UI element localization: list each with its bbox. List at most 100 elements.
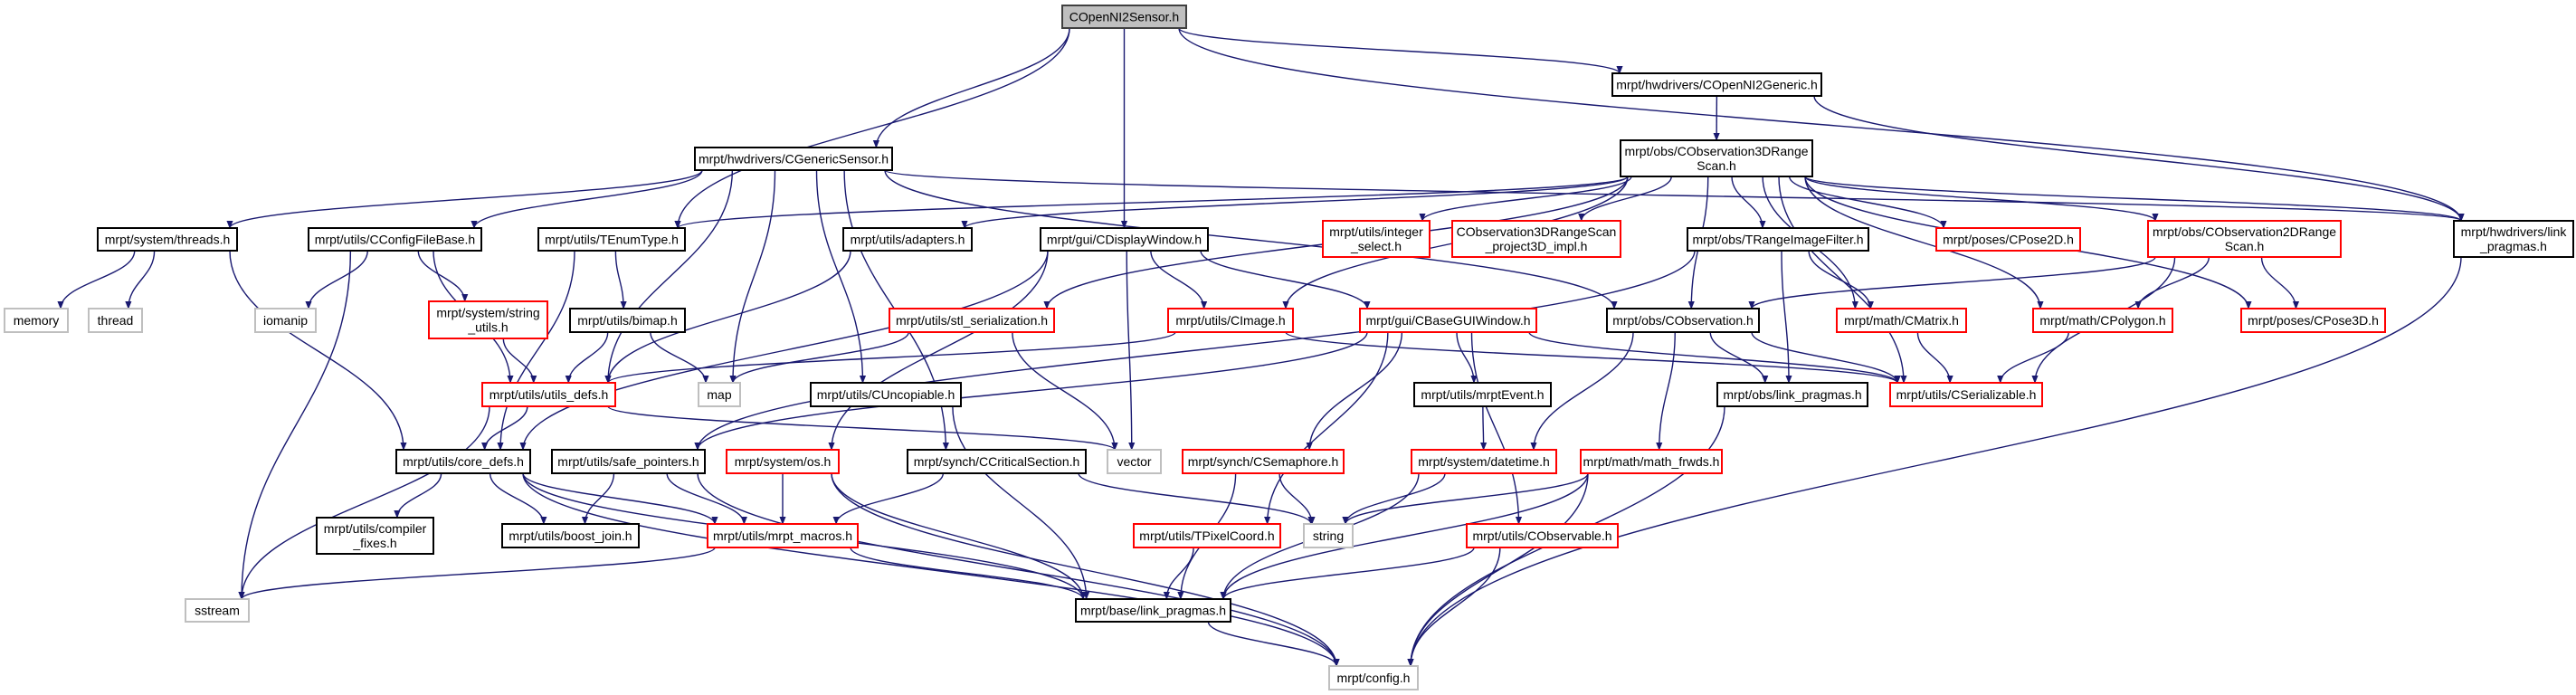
node-safepointers[interactable]: mrpt/utils/safe_pointers.h — [551, 449, 706, 474]
node-iomanip[interactable]: iomanip — [254, 308, 317, 333]
node-box[interactable] — [308, 227, 482, 252]
node-cmatrix[interactable]: mrpt/math/CMatrix.h — [1836, 308, 1967, 333]
node-box[interactable] — [2147, 220, 2342, 258]
node-box[interactable] — [2453, 220, 2574, 258]
node-pose3d[interactable]: mrpt/poses/CPose3D.h — [2240, 308, 2386, 333]
node-box[interactable] — [1413, 382, 1552, 407]
node-box[interactable] — [842, 227, 973, 252]
node-box[interactable] — [428, 300, 548, 339]
node-box[interactable] — [810, 382, 962, 407]
node-cpolygon[interactable]: mrpt/math/CPolygon.h — [2032, 308, 2173, 333]
node-box[interactable] — [185, 598, 250, 623]
node-box[interactable] — [1687, 227, 1869, 252]
node-box[interactable] — [481, 382, 616, 407]
node-config[interactable]: mrpt/config.h — [1328, 665, 1419, 690]
node-memory[interactable]: memory — [4, 308, 69, 333]
node-box[interactable] — [1620, 139, 1813, 177]
node-project3d[interactable]: CObservation3DRangeScan_project3D_impl.h — [1451, 220, 1621, 258]
node-box[interactable] — [1040, 227, 1209, 252]
node-box[interactable] — [395, 449, 531, 474]
node-hwlinkpragmas[interactable]: mrpt/hwdrivers/link_pragmas.h — [2453, 220, 2574, 258]
node-box[interactable] — [1328, 665, 1419, 690]
node-coredefs[interactable]: mrpt/utils/core_defs.h — [395, 449, 531, 474]
node-pixelcoord[interactable]: mrpt/utils/TPixelCoord.h — [1133, 523, 1281, 548]
node-criticalsection[interactable]: mrpt/synch/CCriticalSection.h — [907, 449, 1087, 474]
node-observable[interactable]: mrpt/utils/CObservable.h — [1466, 523, 1619, 548]
node-box[interactable] — [707, 523, 859, 548]
node-threads[interactable]: mrpt/system/threads.h — [97, 227, 238, 252]
node-box[interactable] — [1889, 382, 2043, 407]
node-boostjoin[interactable]: mrpt/utils/boost_join.h — [501, 523, 640, 548]
node-baseguiwindow[interactable]: mrpt/gui/CBaseGUIWindow.h — [1359, 308, 1537, 333]
node-box[interactable] — [551, 449, 706, 474]
node-box[interactable] — [1061, 5, 1187, 29]
node-box[interactable] — [501, 523, 640, 548]
node-box[interactable] — [1611, 72, 1822, 97]
node-bimap[interactable]: mrpt/utils/bimap.h — [569, 308, 686, 333]
node-box[interactable] — [2032, 308, 2173, 333]
node-sstream[interactable]: sstream — [185, 598, 250, 623]
node-box[interactable] — [1411, 449, 1557, 474]
node-box[interactable] — [1182, 449, 1345, 474]
node-box[interactable] — [1836, 308, 1967, 333]
node-mathfrwds[interactable]: mrpt/math/math_frwds.h — [1580, 449, 1723, 474]
node-box[interactable] — [2240, 308, 2386, 333]
node-integerselect[interactable]: mrpt/utils/integer_select.h — [1322, 220, 1431, 258]
node-datetime[interactable]: mrpt/system/datetime.h — [1411, 449, 1557, 474]
node-openni2generic[interactable]: mrpt/hwdrivers/COpenNI2Generic.h — [1611, 72, 1822, 97]
node-serializable[interactable]: mrpt/utils/CSerializable.h — [1889, 382, 2043, 407]
node-os[interactable]: mrpt/system/os.h — [726, 449, 840, 474]
node-box[interactable] — [1606, 308, 1760, 333]
node-mrptmacros[interactable]: mrpt/utils/mrpt_macros.h — [707, 523, 859, 548]
node-utilsdefs[interactable]: mrpt/utils/utils_defs.h — [481, 382, 616, 407]
node-genericsensor[interactable]: mrpt/hwdrivers/CGenericSensor.h — [694, 147, 893, 171]
node-box[interactable] — [1466, 523, 1619, 548]
node-thread[interactable]: thread — [88, 308, 143, 333]
node-rangeimagefilter[interactable]: mrpt/obs/TRangeImageFilter.h — [1687, 227, 1869, 252]
node-box[interactable] — [316, 517, 434, 555]
node-observation[interactable]: mrpt/obs/CObservation.h — [1606, 308, 1760, 333]
node-baselinkpragmas[interactable]: mrpt/base/link_pragmas.h — [1075, 598, 1231, 623]
node-root[interactable]: COpenNI2Sensor.h — [1061, 5, 1187, 29]
node-box[interactable] — [1935, 227, 2081, 252]
node-obs3d[interactable]: mrpt/obs/CObservation3DRangeScan.h — [1620, 139, 1813, 177]
node-box[interactable] — [726, 449, 840, 474]
node-map[interactable]: map — [698, 382, 741, 407]
node-box[interactable] — [907, 449, 1087, 474]
node-box[interactable] — [694, 147, 893, 171]
node-box[interactable] — [1107, 449, 1162, 474]
node-mrptevent[interactable]: mrpt/utils/mrptEvent.h — [1413, 382, 1552, 407]
node-semaphore[interactable]: mrpt/synch/CSemaphore.h — [1182, 449, 1345, 474]
node-box[interactable] — [4, 308, 69, 333]
node-box[interactable] — [254, 308, 317, 333]
node-configfilebase[interactable]: mrpt/utils/CConfigFileBase.h — [308, 227, 482, 252]
node-box[interactable] — [1716, 382, 1868, 407]
node-uncopiable[interactable]: mrpt/utils/CUncopiable.h — [810, 382, 962, 407]
node-cimage[interactable]: mrpt/utils/CImage.h — [1167, 308, 1294, 333]
node-stlserialization[interactable]: mrpt/utils/stl_serialization.h — [889, 308, 1055, 333]
node-box[interactable] — [1167, 308, 1294, 333]
node-box[interactable] — [1133, 523, 1281, 548]
node-pose2d[interactable]: mrpt/poses/CPose2D.h — [1935, 227, 2081, 252]
node-adapters[interactable]: mrpt/utils/adapters.h — [842, 227, 973, 252]
node-box[interactable] — [1359, 308, 1537, 333]
node-box[interactable] — [97, 227, 238, 252]
node-box[interactable] — [1580, 449, 1723, 474]
node-box[interactable] — [889, 308, 1055, 333]
node-string[interactable]: string — [1303, 523, 1354, 548]
node-box[interactable] — [537, 227, 686, 252]
node-box[interactable] — [88, 308, 143, 333]
node-box[interactable] — [1322, 220, 1431, 258]
node-obslinkpragmas[interactable]: mrpt/obs/link_pragmas.h — [1716, 382, 1868, 407]
node-box[interactable] — [1451, 220, 1621, 258]
node-box[interactable] — [1303, 523, 1354, 548]
node-box[interactable] — [569, 308, 686, 333]
node-displaywindow[interactable]: mrpt/gui/CDisplayWindow.h — [1040, 227, 1209, 252]
node-compilerfixes[interactable]: mrpt/utils/compiler_fixes.h — [316, 517, 434, 555]
node-vector[interactable]: vector — [1107, 449, 1162, 474]
node-box[interactable] — [698, 382, 741, 407]
node-tenumtype[interactable]: mrpt/utils/TEnumType.h — [537, 227, 686, 252]
node-stringutils[interactable]: mrpt/system/string_utils.h — [428, 300, 548, 339]
node-box[interactable] — [1075, 598, 1231, 623]
